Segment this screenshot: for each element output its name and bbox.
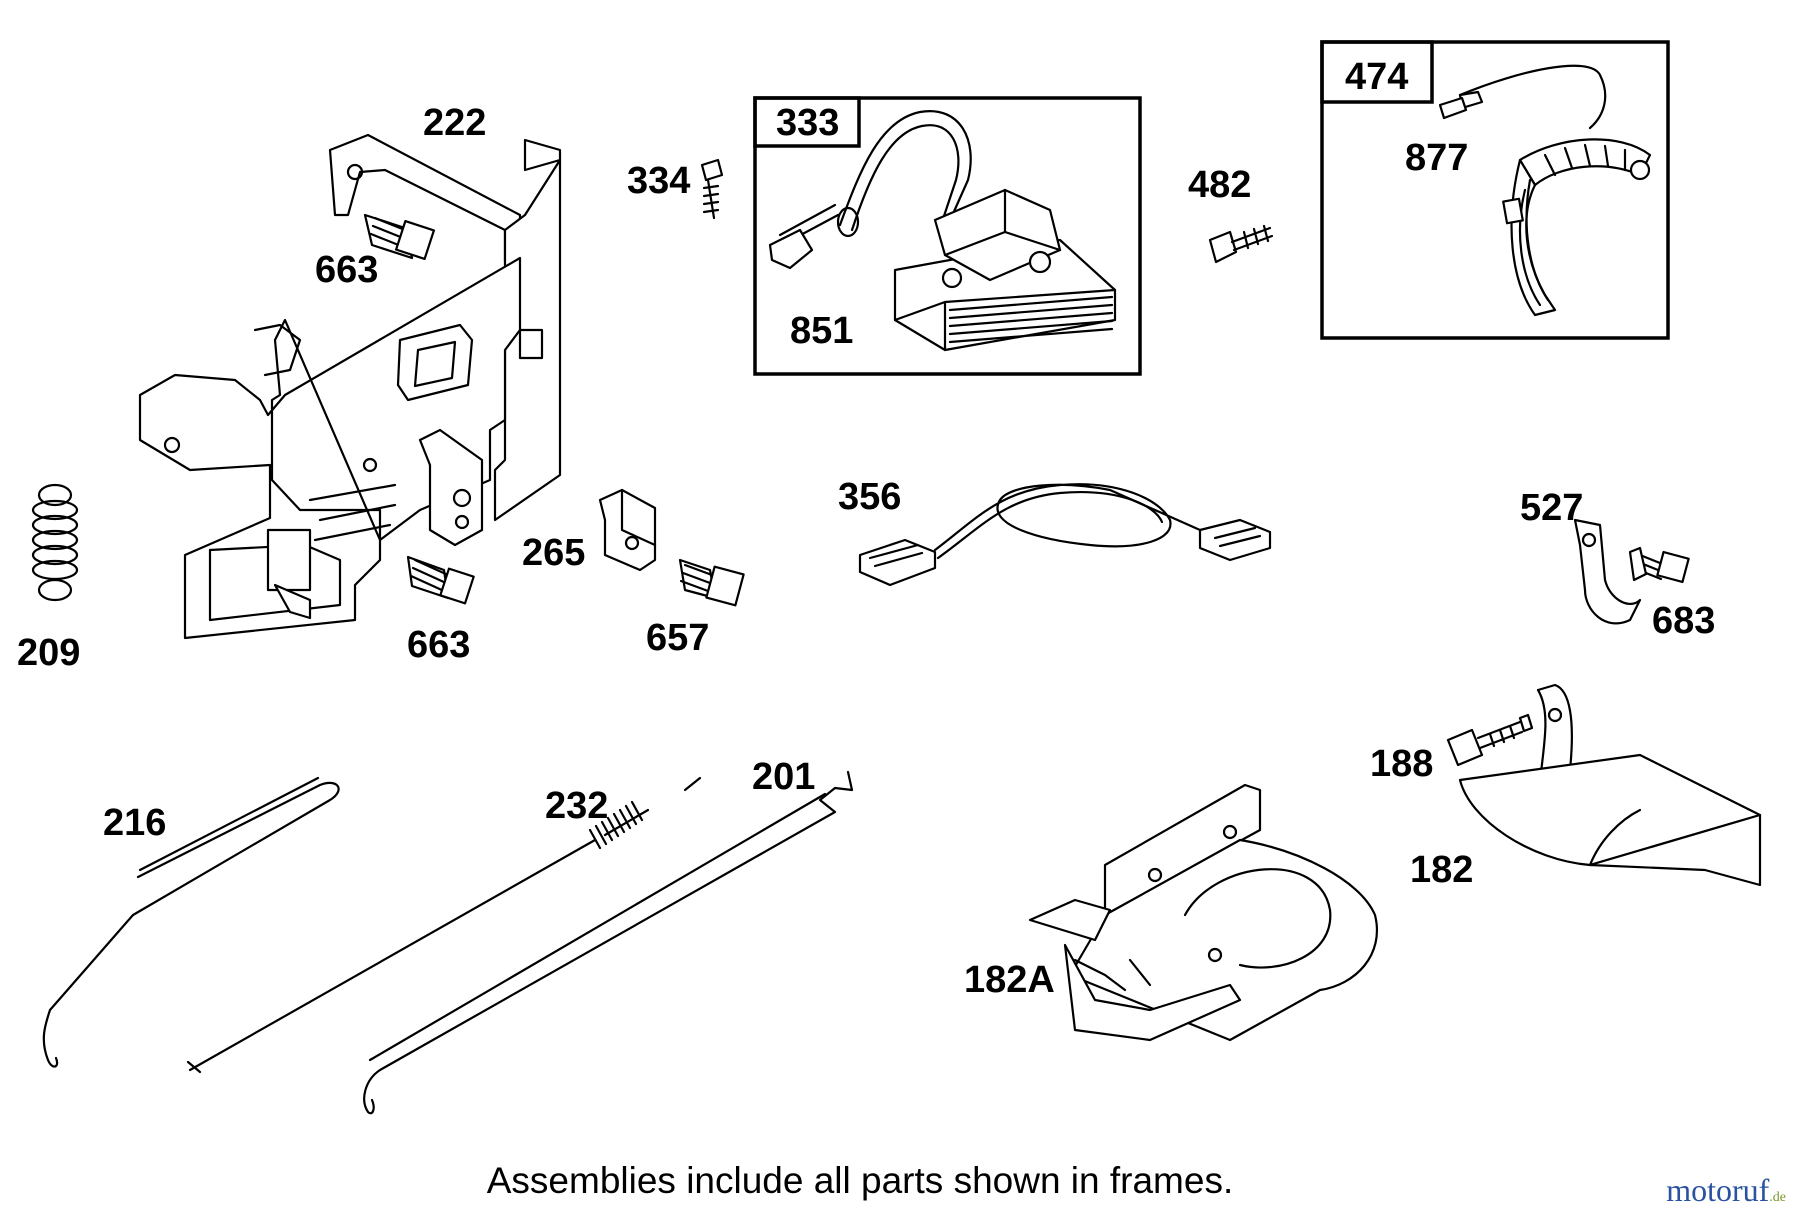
shield-182-drawing — [1458, 683, 1762, 887]
clamp-527-drawing — [1573, 518, 1642, 625]
control-bracket-drawing — [138, 133, 562, 640]
wire-harness-drawing — [858, 483, 1272, 587]
air-guide-drawing — [1028, 783, 1378, 1042]
screw-upper-drawing — [363, 213, 436, 261]
part-label-663-upper: 663 — [315, 249, 378, 291]
part-label-851: 851 — [790, 310, 853, 352]
alternator-drawing — [1438, 64, 1652, 317]
bolt-188-drawing — [1446, 713, 1534, 767]
governor-spring-drawing — [186, 776, 702, 1074]
part-label-222: 222 — [423, 102, 486, 144]
armature-drawing — [768, 110, 1117, 352]
part-labels: 222 663 663 209 265 657 334 333 851 482 … — [17, 56, 1715, 1001]
part-label-877: 877 — [1405, 137, 1468, 179]
screw-482-drawing — [1208, 224, 1274, 264]
part-label-657: 657 — [646, 617, 709, 659]
part-label-474: 474 — [1345, 56, 1408, 98]
part-label-201: 201 — [752, 756, 815, 798]
part-label-182A: 182A — [964, 959, 1055, 1001]
watermark-main: motoruf — [1666, 1172, 1770, 1208]
frame-474 — [1320, 40, 1670, 340]
screw-683-drawing — [1628, 546, 1690, 584]
part-label-216: 216 — [103, 802, 166, 844]
part-label-482: 482 — [1188, 164, 1251, 206]
spring-drawing — [31, 483, 79, 602]
part-label-182: 182 — [1410, 849, 1473, 891]
part-label-683: 683 — [1652, 600, 1715, 642]
throttle-link-drawing — [363, 770, 854, 1115]
part-label-334: 334 — [627, 160, 690, 202]
footnote: Assemblies include all parts shown in fr… — [486, 1160, 1234, 1201]
screw-lower-drawing — [406, 555, 475, 605]
frame-333 — [753, 96, 1142, 376]
cable-clamp-drawing — [598, 488, 657, 572]
part-label-527: 527 — [1520, 487, 1583, 529]
screw-334-drawing — [700, 158, 724, 220]
watermark-logo: motoruf.de — [1666, 1172, 1786, 1209]
part-label-265: 265 — [522, 532, 585, 574]
part-label-356: 356 — [838, 476, 901, 518]
governor-link-drawing — [42, 776, 340, 1068]
part-label-663-lower: 663 — [407, 624, 470, 666]
part-label-333: 333 — [776, 102, 839, 144]
screw-657-drawing — [678, 558, 745, 607]
part-label-188: 188 — [1370, 743, 1433, 785]
part-label-209: 209 — [17, 632, 80, 674]
watermark-tld: .de — [1769, 1190, 1786, 1205]
part-label-232: 232 — [545, 785, 608, 827]
